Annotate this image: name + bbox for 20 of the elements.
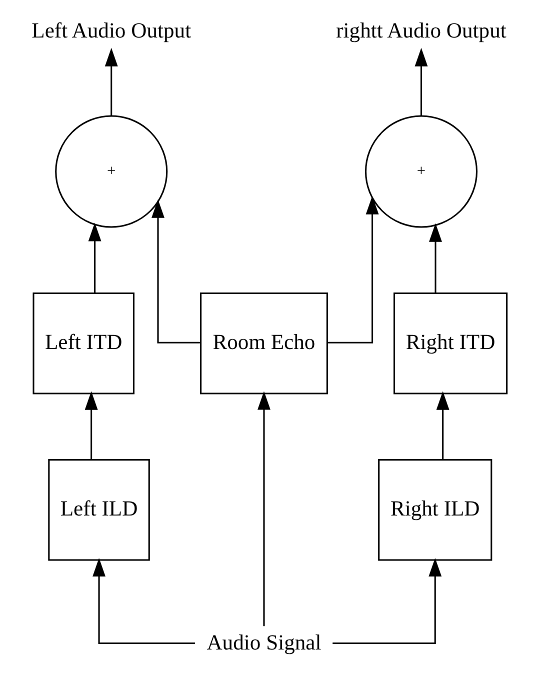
node-box: Right ITD	[393, 292, 508, 394]
node-box: Room Echo	[200, 292, 328, 394]
node-box: Left ILD	[48, 459, 150, 561]
arrow	[257, 391, 270, 626]
arrow	[104, 48, 118, 116]
arrow	[88, 222, 101, 294]
node-circle: +	[54, 115, 168, 228]
node-text: Audio Signal	[206, 630, 321, 655]
arrow	[428, 223, 442, 294]
arrow	[84, 391, 98, 460]
arrow	[332, 558, 442, 644]
node-text: rightt Audio Output	[336, 18, 506, 43]
arrow	[92, 558, 194, 644]
arrow	[151, 199, 200, 344]
node-box: Right ILD	[378, 459, 492, 561]
arrow	[327, 196, 378, 344]
arrow	[414, 48, 428, 116]
arrow	[436, 391, 449, 460]
node-text: Left Audio Output	[31, 18, 191, 43]
node-box: Left ITD	[32, 292, 134, 394]
